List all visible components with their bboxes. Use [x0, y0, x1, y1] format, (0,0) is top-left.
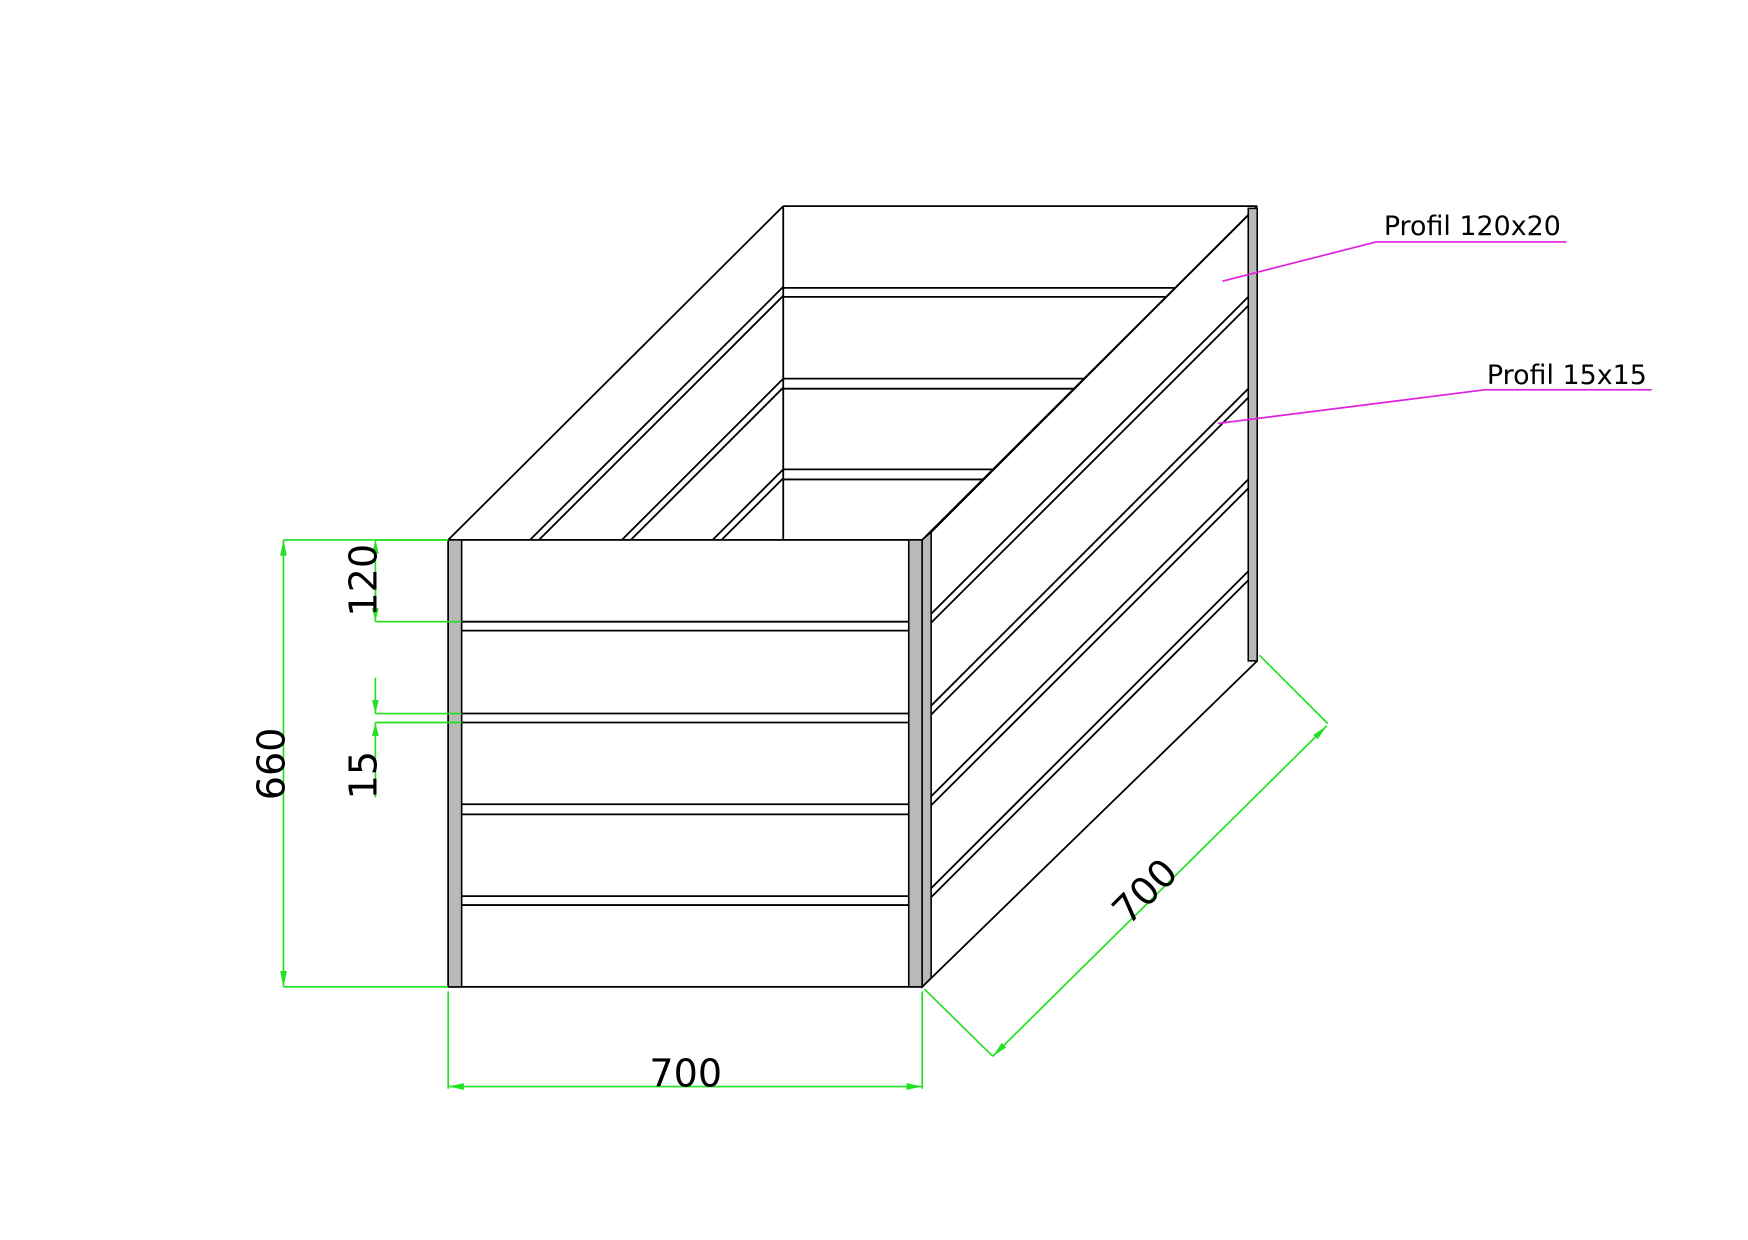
dimension-15-text: 15 [341, 751, 385, 799]
box-outline [447, 205, 1258, 988]
dimension-660-text: 660 [250, 728, 294, 801]
post-profile-text: Profil 15x15 [1487, 360, 1647, 391]
dimension-120-text: 120 [341, 544, 385, 617]
front-panel [447, 539, 924, 988]
back-right-post [1247, 207, 1258, 662]
front-right-post-side [921, 530, 932, 989]
back-panel-rails [783, 286, 1175, 481]
label-board-profile: Profil 120x20 [1222, 211, 1567, 282]
dimension-width-700: 700 [447, 991, 924, 1096]
right-side-rails [930, 296, 1249, 898]
label-post-profile: Profil 15x15 [1217, 360, 1652, 425]
dimension-gap-15: 15 [341, 677, 462, 799]
left-side-rails [529, 286, 784, 541]
dimension-width-text: 700 [649, 1052, 722, 1096]
front-right-post [907, 539, 923, 988]
dimension-depth-700: 700 [923, 654, 1329, 1057]
dimension-top-board-120: 120 [341, 539, 462, 623]
dimension-depth-text: 700 [1104, 850, 1187, 932]
front-left-post [447, 539, 463, 988]
board-profile-text: Profil 120x20 [1384, 211, 1561, 242]
